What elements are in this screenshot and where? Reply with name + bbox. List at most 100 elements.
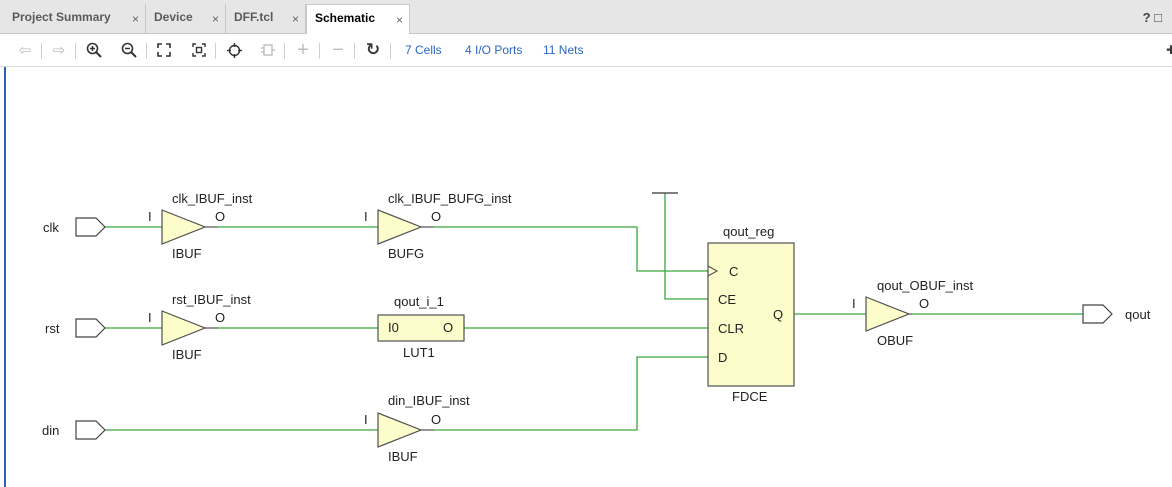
port-label: rst	[45, 321, 60, 336]
port-clk[interactable]: clk	[43, 217, 106, 237]
tab-device[interactable]: Device ×	[146, 4, 226, 34]
cell-clk-bufg[interactable]: clk_IBUF_BUFG_inst I O BUFG	[364, 191, 512, 261]
cell-type: IBUF	[388, 449, 418, 464]
tab-label: DFF.tcl	[234, 10, 274, 24]
port-din[interactable]: din	[42, 420, 106, 440]
toolbar-divider	[390, 43, 391, 59]
collapse-minus-icon[interactable]: −	[332, 38, 344, 61]
buffer-symbol	[161, 310, 207, 346]
cell-obuf[interactable]: qout_OBUF_inst I O OBUF	[852, 278, 973, 348]
io-ports-count-link[interactable]: 4 I/O Ports	[465, 43, 523, 57]
fit-selection-icon[interactable]	[188, 39, 210, 61]
pin-label: O	[919, 296, 929, 311]
net-d[interactable]	[434, 356, 708, 431]
cell-type: LUT1	[403, 345, 435, 360]
nets	[105, 193, 1083, 431]
tab-label: Project Summary	[12, 10, 111, 24]
tab-dff-tcl[interactable]: DFF.tcl ×	[226, 4, 306, 34]
cell-type: IBUF	[172, 246, 202, 261]
net-ce-const[interactable]	[664, 193, 708, 300]
ff-body	[707, 242, 795, 387]
lut-body	[377, 314, 465, 342]
pin-label: O	[215, 209, 225, 224]
tab-schematic[interactable]: Schematic ×	[306, 4, 410, 35]
port-label: qout	[1125, 307, 1151, 322]
pin-label: I	[148, 310, 152, 325]
toolbar-divider	[354, 43, 355, 59]
port-label: din	[42, 423, 59, 438]
toolbar-divider	[41, 43, 42, 59]
cell-name: qout_OBUF_inst	[877, 278, 973, 293]
cell-name: din_IBUF_inst	[388, 393, 470, 408]
buffer-symbol	[865, 296, 911, 332]
cell-type: OBUF	[877, 333, 913, 348]
tab-bar: Project Summary × Device × DFF.tcl × Sch…	[0, 0, 1172, 35]
schematic-canvas[interactable]: clk rst din qout clk_IBUF_inst I O IBUF …	[0, 67, 1172, 487]
cell-type: FDCE	[732, 389, 768, 404]
nets-count-link[interactable]: 11 Nets	[543, 43, 584, 57]
pin-label: CE	[718, 292, 736, 307]
tab-label: Device	[154, 10, 193, 24]
pin-label: I	[148, 209, 152, 224]
cell-rst-ibuf[interactable]: rst_IBUF_inst I O IBUF	[148, 292, 251, 362]
close-icon[interactable]: ×	[211, 12, 219, 26]
pin-label: D	[718, 350, 727, 365]
cell-name: clk_IBUF_inst	[172, 191, 253, 206]
help-restore-icons[interactable]: ? □	[1142, 10, 1162, 25]
pin-label: O	[215, 310, 225, 325]
cell-din-ibuf[interactable]: din_IBUF_inst I O IBUF	[364, 393, 470, 464]
port-shape	[1082, 304, 1113, 324]
cell-name: qout_i_1	[394, 294, 444, 309]
tab-project-summary[interactable]: Project Summary ×	[4, 4, 146, 34]
port-shape	[75, 420, 106, 440]
port-shape	[75, 217, 106, 237]
toolbar-divider	[284, 43, 285, 59]
buffer-symbol	[377, 412, 423, 448]
toolbar-divider	[75, 43, 76, 59]
cell-icon[interactable]	[257, 39, 279, 61]
port-label: clk	[43, 220, 59, 235]
pin-label: I	[852, 296, 856, 311]
buffer-symbol	[377, 209, 423, 245]
toolbar-divider	[319, 43, 320, 59]
port-qout[interactable]: qout	[1082, 304, 1151, 324]
pin-label: Q	[773, 307, 783, 322]
pin-label: I0	[388, 320, 399, 335]
crosshair-icon[interactable]	[223, 39, 245, 61]
clock-triangle-icon	[707, 265, 719, 277]
close-icon[interactable]: ×	[291, 12, 299, 26]
expand-plus-icon[interactable]: +	[297, 38, 309, 61]
tab-label: Schematic	[315, 11, 376, 25]
zoom-in-icon[interactable]	[83, 39, 105, 61]
pin-icon[interactable]: ✚	[1165, 43, 1172, 57]
port-rst[interactable]: rst	[45, 318, 106, 338]
forward-arrow-icon[interactable]: ⇨	[52, 42, 66, 59]
cell-clk-ibuf[interactable]: clk_IBUF_inst I O IBUF	[148, 191, 253, 261]
pin-label: I	[364, 412, 368, 427]
cell-lut1[interactable]: qout_i_1 I0 O LUT1	[377, 294, 465, 360]
canvas-left-border	[4, 67, 6, 487]
pin-label: O	[431, 209, 441, 224]
cell-name: clk_IBUF_BUFG_inst	[388, 191, 512, 206]
pin-label: I	[364, 209, 368, 224]
close-icon[interactable]: ×	[395, 13, 403, 27]
zoom-out-icon[interactable]	[118, 39, 140, 61]
buffer-symbol	[161, 209, 207, 245]
close-icon[interactable]: ×	[131, 12, 139, 26]
cells-count-link[interactable]: 7 Cells	[405, 43, 442, 57]
toolbar-divider	[215, 43, 216, 59]
port-shape	[75, 318, 106, 338]
refresh-icon[interactable]: ↻	[365, 40, 381, 59]
back-arrow-icon[interactable]: ⇦	[18, 42, 32, 59]
schematic-toolbar: ⇦ ⇨ + − ↻ 7 Cells 4 I/O Ports 11 Nets ✚	[0, 34, 1172, 67]
cell-name: qout_reg	[723, 224, 774, 239]
net-clk-bufg[interactable]	[434, 226, 708, 272]
pin-label: CLR	[718, 321, 744, 336]
cell-fdce[interactable]: qout_reg C CE CLR D Q FDCE	[707, 224, 795, 404]
cell-type: BUFG	[388, 246, 424, 261]
fit-view-icon[interactable]	[153, 39, 175, 61]
cell-name: rst_IBUF_inst	[172, 292, 251, 307]
toolbar-divider	[146, 43, 147, 59]
pin-label: C	[729, 264, 738, 279]
cell-type: IBUF	[172, 347, 202, 362]
